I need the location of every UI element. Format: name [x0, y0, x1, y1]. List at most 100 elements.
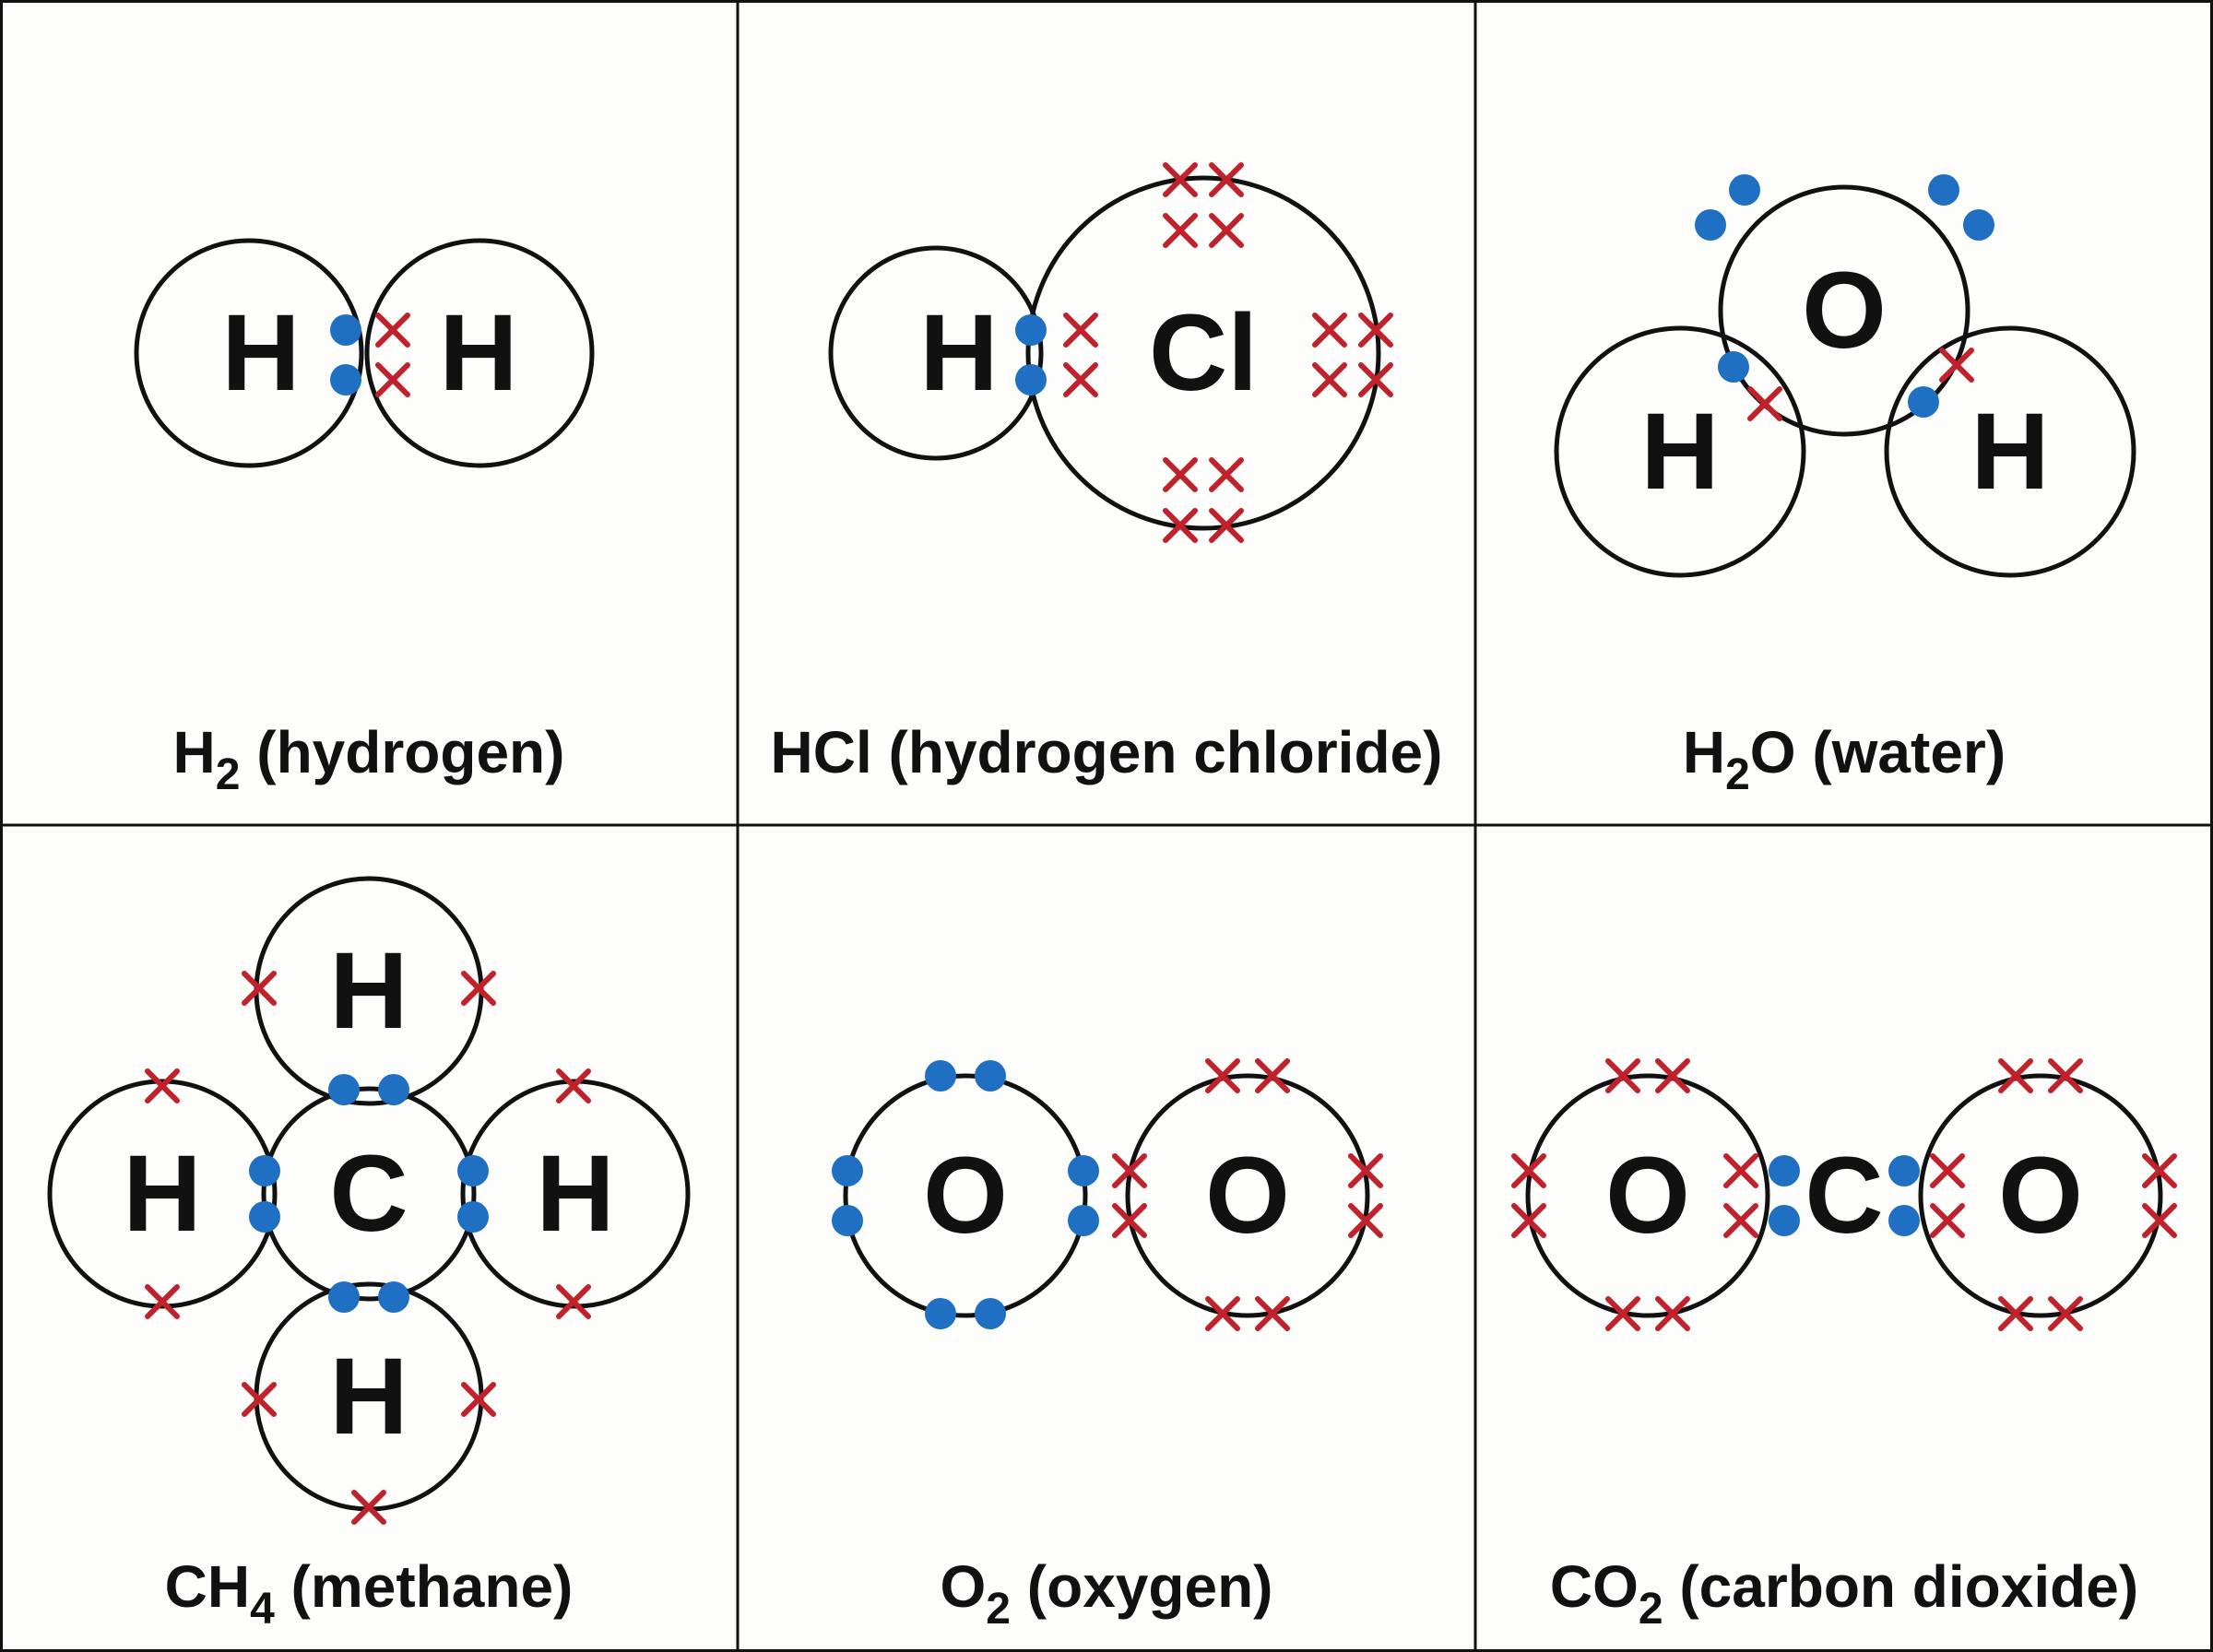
electron-dot — [1888, 1205, 1920, 1236]
electron-dot — [328, 1074, 360, 1105]
electron-dot — [975, 1298, 1006, 1329]
electron-dot — [1718, 351, 1749, 383]
electron-cross — [461, 1382, 496, 1417]
electron-dot — [1015, 314, 1047, 346]
atom-circle — [1884, 325, 2136, 578]
atom-symbol: O — [1605, 1135, 1690, 1257]
electron-dot-group — [330, 314, 361, 395]
electron-cross — [1723, 1203, 1758, 1238]
electron-dot — [378, 1074, 409, 1105]
panel-o2: O O O2 (oxygen) — [832, 1058, 1383, 1634]
atom-symbol: O — [923, 1135, 1008, 1257]
electron-dot — [832, 1205, 863, 1236]
electron-cross — [461, 971, 496, 1006]
electron-cross — [1723, 1153, 1758, 1188]
electron-cross-group — [1063, 162, 1393, 543]
atom-symbol: H — [123, 1133, 201, 1255]
electron-dot — [1769, 1205, 1800, 1236]
atom-circle — [47, 1079, 278, 1309]
electron-cross — [375, 362, 410, 397]
electron-dot-group — [832, 1060, 1099, 1329]
electron-dot — [1769, 1155, 1800, 1186]
electron-cross — [145, 1284, 180, 1319]
electron-cross — [2048, 1296, 2083, 1331]
panel-co2: O C O CO2 (carbon dioxide) — [1511, 1058, 2177, 1634]
electron-cross — [556, 1068, 591, 1103]
electron-cross — [1063, 313, 1098, 348]
panel-h2o: O H H H2O (water) — [1554, 174, 2136, 799]
electron-cross — [2048, 1058, 2083, 1093]
atom-circle — [261, 1086, 477, 1302]
atom-circle — [134, 238, 364, 468]
electron-dot — [330, 314, 361, 346]
atom-symbol: C — [329, 1133, 408, 1255]
panel-h2: H H H2 (hydrogen) — [134, 238, 595, 799]
atom-symbol: O — [1205, 1135, 1290, 1257]
atom-circle — [364, 238, 595, 468]
atom-symbol: O — [1998, 1135, 2083, 1257]
molecule-label: H2 (hydrogen) — [173, 719, 565, 799]
electron-cross — [1358, 313, 1393, 348]
electron-cross — [1163, 213, 1198, 248]
electron-cross-group — [1112, 1058, 1383, 1331]
electron-cross — [1655, 1296, 1690, 1331]
atom-symbol: H — [1640, 391, 1719, 513]
atom-circle — [1525, 1073, 1770, 1318]
electron-dot — [328, 1281, 360, 1313]
electron-cross — [1655, 1058, 1690, 1093]
electron-cross — [1747, 386, 1782, 421]
electron-cross — [1209, 213, 1244, 248]
electron-cross — [1163, 457, 1198, 492]
electron-cross — [1205, 1058, 1240, 1093]
electron-cross — [1209, 508, 1244, 543]
electron-dot — [925, 1060, 956, 1092]
electron-cross — [1255, 1296, 1290, 1331]
atom-circle — [843, 1073, 1088, 1318]
electron-dot — [1928, 174, 1959, 206]
electron-cross — [1511, 1153, 1546, 1188]
atom-circle — [1125, 1073, 1370, 1318]
electron-cross — [2142, 1203, 2177, 1238]
electron-dot-group — [1695, 174, 1994, 418]
electron-dot — [457, 1201, 489, 1233]
molecule-label: HCl (hydrogen chloride) — [771, 719, 1443, 785]
electron-cross-group — [1511, 1058, 2177, 1331]
electron-dot — [1695, 209, 1726, 241]
molecule-label: O2 (oxygen) — [941, 1553, 1273, 1634]
electron-cross — [1348, 1203, 1383, 1238]
electron-dot — [1068, 1205, 1099, 1236]
electron-cross — [1163, 508, 1198, 543]
electron-cross — [1605, 1296, 1640, 1331]
electron-dot — [249, 1201, 280, 1233]
molecule-label: H2O (water) — [1683, 719, 2006, 799]
electron-cross — [1255, 1058, 1290, 1093]
electron-dot-group — [1015, 314, 1047, 395]
electron-cross — [1205, 1296, 1240, 1331]
electron-cross-group — [145, 971, 591, 1525]
atom-circle — [1025, 175, 1381, 531]
atom-symbol: H — [329, 930, 408, 1052]
electron-cross — [1998, 1296, 2033, 1331]
electron-dot-group — [249, 1074, 489, 1313]
electron-cross — [1998, 1058, 2033, 1093]
atom-symbol: C — [1805, 1135, 1883, 1257]
atom-circle — [1718, 184, 1970, 437]
electron-dot — [457, 1155, 489, 1186]
atom-symbol: H — [1970, 391, 2049, 513]
electron-cross-group — [1747, 348, 1974, 421]
electron-dot — [1963, 209, 1994, 241]
panel-ch4: H H C H H CH4 (methane) — [47, 876, 691, 1634]
electron-cross — [351, 1490, 386, 1525]
electron-dot — [1729, 174, 1760, 206]
electron-cross — [1930, 1153, 1965, 1188]
electron-cross — [242, 971, 277, 1006]
electron-dot — [378, 1281, 409, 1313]
electron-cross — [242, 1382, 277, 1417]
molecule-label: CO2 (carbon dioxide) — [1550, 1553, 2138, 1634]
molecule-label: CH4 (methane) — [165, 1553, 574, 1634]
electron-dot — [1015, 364, 1047, 395]
atom-circle — [1918, 1073, 2163, 1318]
electron-cross — [1312, 362, 1347, 397]
electron-dot — [1908, 386, 1939, 418]
